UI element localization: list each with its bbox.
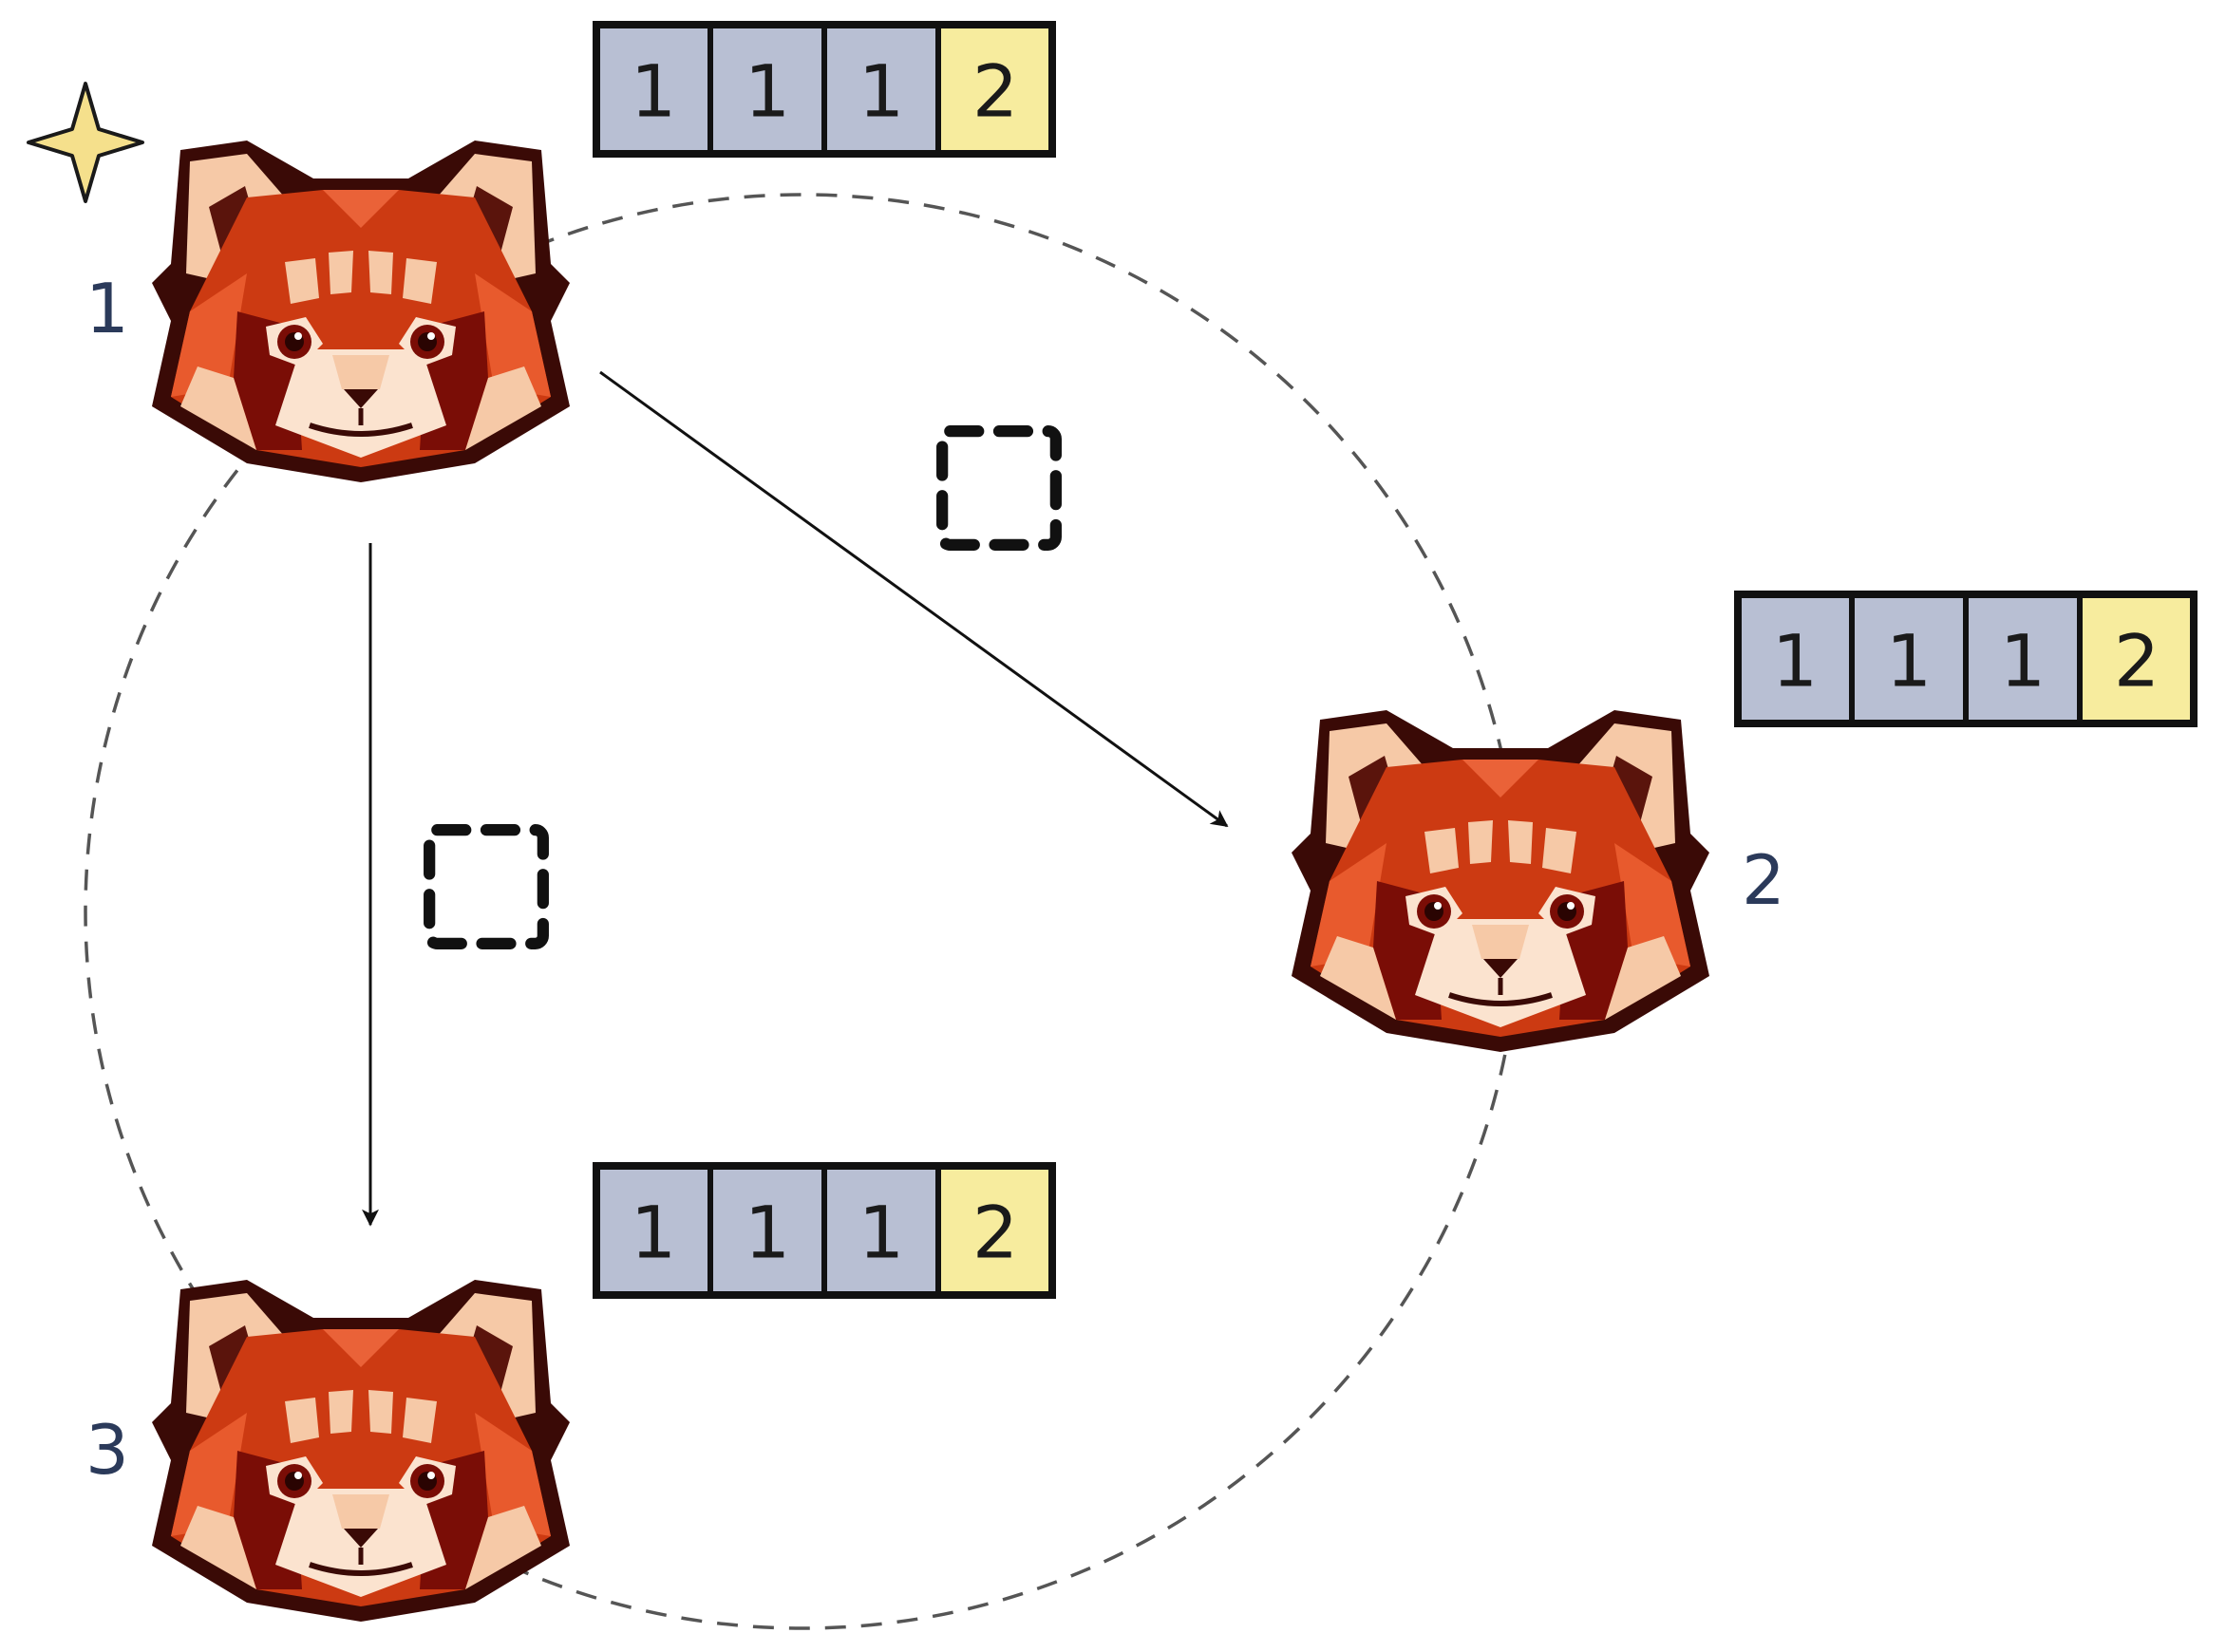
log-entry-term: 1	[1772, 619, 1818, 704]
log-entry-term: 1	[745, 1191, 790, 1275]
node-3-red-panda-icon	[152, 1280, 570, 1622]
log-entry-term: 1	[858, 49, 904, 134]
log-entry-term: 1	[1886, 619, 1932, 704]
log-entry-term: 1	[2000, 619, 2046, 704]
log-frame	[1734, 591, 2198, 727]
node-3-label: 3	[85, 1410, 129, 1490]
log-entry-term: 1	[631, 49, 676, 134]
node-1-label: 1	[85, 269, 129, 348]
node-2-label: 2	[1742, 840, 1785, 920]
arrow-node-1-to-node-2	[599, 370, 1229, 828]
star-icon	[27, 82, 144, 203]
log-frame	[593, 1162, 1056, 1299]
log-entry-term: 2	[972, 1191, 1018, 1275]
empty-message-icon-to-node-3	[429, 830, 543, 944]
node-2-group: 2	[1292, 710, 1785, 1052]
log-entry-term: 2	[2114, 619, 2160, 704]
node-2-red-panda-icon	[1292, 710, 1709, 1052]
log-entry-committed	[821, 22, 941, 157]
log-entry-term: 1	[631, 1191, 676, 1275]
log-entry-term: 1	[745, 49, 790, 134]
node-1-red-panda-icon	[152, 141, 570, 482]
log-entry-term: 1	[858, 1191, 904, 1275]
node-1-group: 1	[85, 141, 570, 482]
log-entry-term: 2	[972, 49, 1018, 134]
log-entry-committed	[707, 1163, 827, 1298]
log-frame	[593, 21, 1056, 158]
log-entry-new	[935, 22, 1055, 157]
node-3-group: 3	[85, 1280, 570, 1622]
empty-message-icon-to-node-2	[942, 431, 1056, 545]
